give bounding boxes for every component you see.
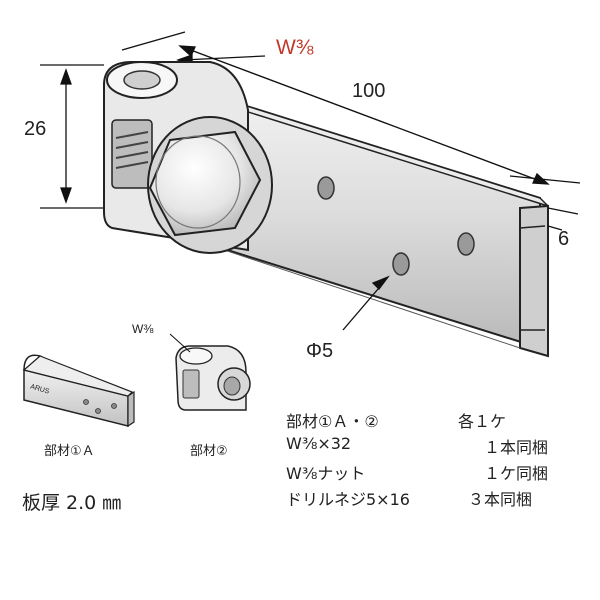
- flange-label: 6: [558, 228, 570, 250]
- spec-list: 部材①Ａ・② 各１ケ W⅜×32 １本同梱 W⅜ナット １ケ同梱 ドリルネジ5×…: [286, 408, 586, 512]
- screw-holes: [317, 176, 475, 276]
- spec-row: 部材①Ａ・② 各１ケ: [286, 408, 586, 434]
- hole-diameter-label: Φ5: [306, 340, 334, 362]
- screw-hole: [457, 232, 475, 256]
- height-dimension: [40, 64, 104, 209]
- spec-qty: 各１ケ: [458, 412, 507, 431]
- part1-caption: 部材①Ａ: [44, 444, 95, 459]
- spec-qty: １ケ同梱: [484, 464, 549, 483]
- length-dimension: [121, 31, 581, 185]
- screw-hole: [317, 176, 335, 200]
- spec-qty: １本同梱: [484, 438, 549, 457]
- height-label: 26: [24, 118, 47, 140]
- part2-caption: 部材②: [190, 444, 228, 459]
- spec-row: W⅜×32 １本同梱: [286, 434, 586, 460]
- part2-drawing: [169, 333, 251, 411]
- length-label: 100: [352, 80, 386, 102]
- spec-item: W⅜ナット: [286, 464, 366, 483]
- part1-drawing: [22, 354, 135, 428]
- part2-bolt-label: W⅜: [132, 322, 154, 336]
- spec-row: W⅜ナット １ケ同梱: [286, 460, 586, 486]
- hole-pointer-arrow: [342, 275, 390, 331]
- flange-dimension: [547, 207, 579, 231]
- spec-item: ドリルネジ5×16: [286, 490, 410, 509]
- spec-qty: ３本同梱: [468, 490, 533, 509]
- bolt-head: [147, 116, 273, 254]
- spec-row: ドリルネジ5×16 ３本同梱: [286, 486, 586, 512]
- bolt-size-label: W⅜: [276, 36, 314, 59]
- screw-hole: [392, 252, 410, 276]
- spec-item: 部材①Ａ・②: [286, 412, 379, 431]
- spec-item: W⅜×32: [286, 434, 352, 453]
- plate-thickness: 板厚 2.0 ㎜: [22, 492, 122, 514]
